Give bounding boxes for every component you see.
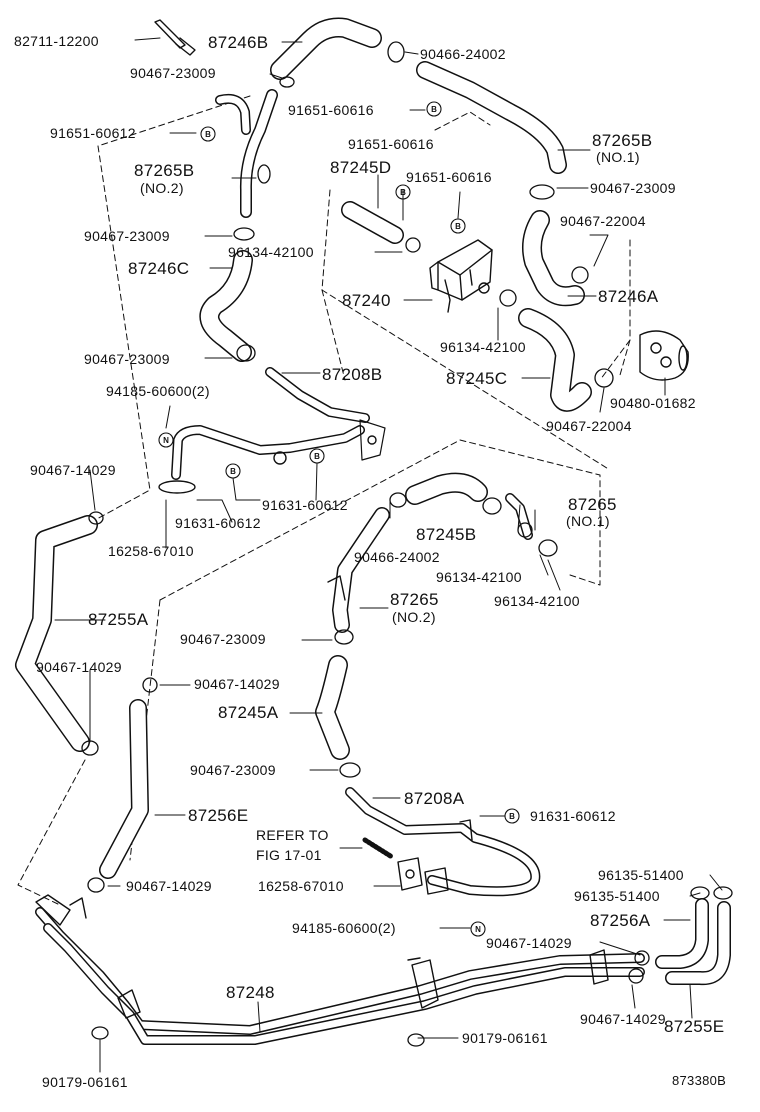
part-label: 90467-14029 bbox=[194, 676, 280, 692]
part-label: 87208B bbox=[322, 365, 382, 384]
part-label: (NO.2) bbox=[392, 609, 436, 625]
part-label: 90467-14029 bbox=[126, 878, 212, 894]
part-label: 90467-14029 bbox=[486, 935, 572, 951]
part-label: 87248 bbox=[226, 983, 275, 1002]
pipe-87265-no2 bbox=[327, 507, 390, 633]
part-label: 87245D bbox=[330, 158, 391, 177]
part-label: (NO.2) bbox=[140, 180, 184, 196]
part-label: 87245A bbox=[218, 703, 279, 722]
part-label: 90467-14029 bbox=[36, 659, 122, 675]
part-labels: 82711-12200 87246B 90467-23009 90466-240… bbox=[14, 33, 726, 1090]
part-label: 87265 bbox=[390, 590, 439, 609]
part-label: 90467-14029 bbox=[580, 1011, 666, 1027]
part-label: 87246C bbox=[128, 259, 189, 278]
part-label: 96134-42100 bbox=[440, 339, 526, 355]
part-label: 90179-06161 bbox=[42, 1074, 128, 1090]
gasket-90480 bbox=[639, 330, 689, 381]
part-label: 87240 bbox=[342, 291, 391, 310]
part-label: 87256E bbox=[188, 806, 248, 825]
hose-87255e bbox=[665, 901, 731, 986]
part-label: 94185-60600(2) bbox=[292, 920, 396, 936]
part-label: 96134-42100 bbox=[228, 244, 314, 260]
hose-87265b-no1 bbox=[416, 61, 567, 174]
part-label: 96134-42100 bbox=[436, 569, 522, 585]
part-label: 90467-23009 bbox=[590, 180, 676, 196]
leader-lines bbox=[54, 37, 723, 1073]
part-label: 90467-14029 bbox=[30, 462, 116, 478]
hose-87256a bbox=[655, 898, 709, 969]
part-label: (NO.1) bbox=[566, 513, 610, 529]
part-label: 91631-60612 bbox=[175, 515, 261, 531]
part-label: 90179-06161 bbox=[462, 1030, 548, 1046]
hose-87245a bbox=[315, 655, 350, 760]
part-label: 90467-22004 bbox=[560, 213, 646, 229]
part-label: 91631-60612 bbox=[530, 808, 616, 824]
part-label: 87245C bbox=[446, 369, 507, 388]
marker-b: B bbox=[205, 130, 211, 139]
pipe-87208a bbox=[345, 787, 541, 897]
part-label: 90467-22004 bbox=[546, 418, 632, 434]
hose-87256e bbox=[99, 699, 149, 879]
part-label: 87265B bbox=[134, 161, 194, 180]
part-label: 87246A bbox=[598, 287, 659, 306]
pipe-87208b bbox=[158, 367, 386, 494]
part-label: 87255E bbox=[664, 1017, 724, 1036]
part-label: 87208A bbox=[404, 789, 465, 808]
marker-b: B bbox=[230, 467, 236, 476]
part-label: 96134-42100 bbox=[494, 593, 580, 609]
hose-87265b-no2 bbox=[215, 89, 278, 218]
part-label: 91631-60612 bbox=[262, 497, 348, 513]
marker-n: N bbox=[475, 925, 481, 934]
part-label: 90480-01682 bbox=[610, 395, 696, 411]
part-label: 87265B bbox=[592, 131, 652, 150]
part-label: 94185-60600(2) bbox=[106, 383, 210, 399]
valve-87240 bbox=[429, 239, 493, 313]
marker-b: B bbox=[455, 222, 461, 231]
part-label: 91651-60616 bbox=[348, 136, 434, 152]
part-label: 91651-60616 bbox=[288, 102, 374, 118]
pipe-87248 bbox=[35, 894, 645, 1045]
part-label: 16258-67010 bbox=[108, 543, 194, 559]
part-label: 96135-51400 bbox=[574, 888, 660, 904]
reference-note: REFER TO bbox=[256, 827, 329, 843]
marker-n: N bbox=[163, 436, 169, 445]
part-label: 90467-23009 bbox=[84, 351, 170, 367]
hose-87245c bbox=[518, 308, 592, 412]
hose-87246a bbox=[522, 210, 585, 307]
part-label: 16258-67010 bbox=[258, 878, 344, 894]
diagram-id: 873380B bbox=[672, 1073, 726, 1088]
part-label: 90467-23009 bbox=[180, 631, 266, 647]
part-label: (NO.1) bbox=[596, 149, 640, 165]
part-label: 87245B bbox=[416, 525, 476, 544]
part-label: 90466-24002 bbox=[354, 549, 440, 565]
marker-b: B bbox=[400, 188, 406, 197]
hose-87245d bbox=[341, 201, 404, 244]
marker-b: B bbox=[431, 105, 437, 114]
hose-87255a bbox=[15, 515, 98, 752]
hose-87246b bbox=[270, 17, 382, 80]
part-label: 90466-24002 bbox=[420, 46, 506, 62]
part-label: 96135-51400 bbox=[598, 867, 684, 883]
marker-letters: B B B B N B B B N bbox=[163, 105, 515, 934]
part-label: 82711-12200 bbox=[14, 33, 99, 49]
hose-87246c bbox=[199, 250, 253, 362]
part-label: 91651-60616 bbox=[406, 169, 492, 185]
connector-82711 bbox=[154, 19, 196, 56]
marker-b: B bbox=[314, 452, 320, 461]
bolt-refer-fig bbox=[362, 837, 395, 860]
part-label: 91651-60612 bbox=[50, 125, 136, 141]
part-label: 87265 bbox=[568, 495, 617, 514]
part-label: 90467-23009 bbox=[190, 762, 276, 778]
part-label: 87255A bbox=[88, 610, 149, 629]
marker-circles bbox=[158, 101, 520, 937]
part-label: 87256A bbox=[590, 911, 651, 930]
marker-b: B bbox=[509, 812, 515, 821]
part-label: 90467-23009 bbox=[130, 65, 216, 81]
part-label: 90467-23009 bbox=[84, 228, 170, 244]
reference-note: FIG 17-01 bbox=[256, 847, 322, 863]
part-label: 87246B bbox=[208, 33, 268, 52]
